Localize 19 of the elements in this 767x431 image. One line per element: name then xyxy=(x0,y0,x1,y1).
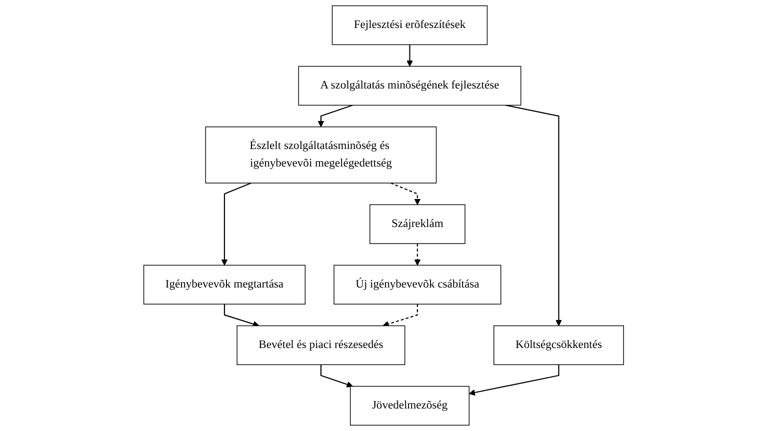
node-box: Fejlesztési erõfeszítések xyxy=(332,5,488,46)
node-box: Jövedelmezõség xyxy=(350,386,470,426)
arrow xyxy=(382,304,418,328)
node-box: Költségcsökkentés xyxy=(493,325,624,366)
arrow xyxy=(320,364,353,388)
node-box: Új igénybevevõk csábítása xyxy=(333,264,501,304)
arrow xyxy=(224,304,260,328)
node-box: A szolgáltatás minõségének fejlesztése xyxy=(298,66,522,106)
node-box: Bevétel és piaci részesedés xyxy=(236,325,405,366)
arrow xyxy=(221,182,252,266)
arrow xyxy=(468,364,560,396)
arrow xyxy=(318,104,353,128)
node-box: Észlelt szolgáltatásminõség és igénybevevõi megelégedettség xyxy=(205,126,436,184)
arrow xyxy=(390,182,420,205)
arrow xyxy=(505,104,562,326)
node-box: Szájreklám xyxy=(369,204,466,244)
arrow xyxy=(406,44,413,67)
arrow xyxy=(414,244,420,266)
node-box: Igénybevevõk megtartása xyxy=(143,264,306,304)
